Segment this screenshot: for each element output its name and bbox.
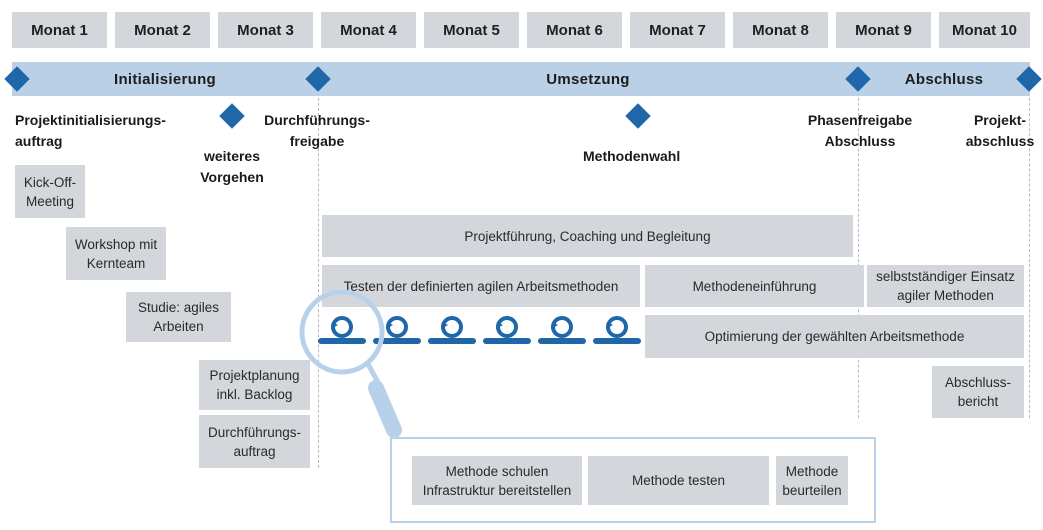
cycle-icon — [318, 316, 366, 344]
month-9: Monat 9 — [836, 12, 931, 48]
task-kickoff: Kick-Off- Meeting — [15, 165, 85, 218]
month-5: Monat 5 — [424, 12, 519, 48]
cycle-icon — [483, 316, 531, 344]
milestone-weiteres-vorgehen: weiteres Vorgehen — [200, 148, 264, 185]
milestone-phasenfreigabe: Phasenfreigabe Abschluss — [807, 112, 913, 149]
cycle-icon — [428, 316, 476, 344]
cycle-icon — [538, 316, 586, 344]
task-methodeneinfuehrung: Methodeneinführung — [645, 265, 864, 307]
task-selbststaendig: selbstständiger Einsatz agiler Methoden — [867, 265, 1024, 307]
detail-testen: Methode testen — [588, 456, 769, 505]
phase-umsetzung: Umsetzung — [546, 70, 630, 88]
task-abschlussbericht: Abschluss- bericht — [932, 366, 1024, 418]
diamond-milestone-icon — [219, 103, 245, 129]
month-7: Monat 7 — [630, 12, 725, 48]
month-8: Monat 8 — [733, 12, 828, 48]
milestone-projektabschluss: Projekt- abschluss — [965, 112, 1035, 149]
divider-month4 — [318, 98, 319, 468]
milestone-projektauftrag: Projektinitialisierungs- auftrag — [15, 112, 166, 149]
cycle-icon — [373, 316, 421, 344]
divider-month9 — [858, 98, 859, 418]
month-10: Monat 10 — [939, 12, 1030, 48]
phase-abschluss: Abschluss — [904, 70, 984, 88]
milestone-methodenwahl: Methodenwahl — [583, 148, 681, 164]
divider-month10 — [1029, 98, 1030, 418]
task-studie: Studie: agiles Arbeiten — [126, 292, 231, 342]
month-3: Monat 3 — [218, 12, 313, 48]
detail-schulen: Methode schulen Infrastruktur bereitstel… — [412, 456, 582, 505]
diamond-milestone-icon — [625, 103, 651, 129]
month-6: Monat 6 — [527, 12, 622, 48]
task-projektfuehrung: Projektführung, Coaching und Begleitung — [322, 215, 853, 257]
task-projektplanung: Projektplanung inkl. Backlog — [199, 360, 310, 410]
task-optimierung: Optimierung der gewählten Arbeitsmethode — [645, 315, 1024, 358]
month-2: Monat 2 — [115, 12, 210, 48]
cycle-icon — [593, 316, 641, 344]
task-testen: Testen der definierten agilen Arbeitsmet… — [322, 265, 640, 307]
month-4: Monat 4 — [321, 12, 416, 48]
milestone-durchfuehrungsfreigabe: Durchführungs- freigabe — [264, 112, 370, 149]
phase-initialisierung: Initialisierung — [113, 70, 216, 88]
task-workshop: Workshop mit Kernteam — [66, 227, 166, 280]
detail-beurteilen: Methode beurteilen — [776, 456, 848, 505]
month-1: Monat 1 — [12, 12, 107, 48]
task-durchfuehrungsauftrag: Durchführungs- auftrag — [199, 415, 310, 468]
magnifier-icon — [299, 290, 402, 438]
